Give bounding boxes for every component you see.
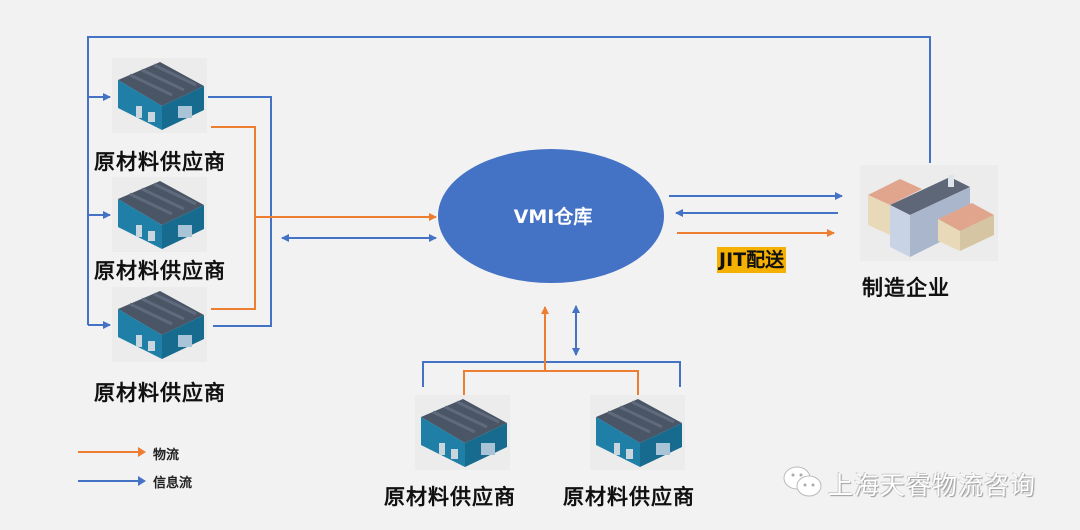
supplier-label: 原材料供应商 [384,485,516,509]
vmi-warehouse-node [438,149,664,283]
warehouse-icon [110,175,209,254]
info-flow-top-loop [87,36,931,329]
legend-info-label: 信息流 [153,476,193,491]
bottom-material-bracket [463,370,639,395]
left-info-bracket [208,96,272,327]
warehouse-icon [413,393,512,472]
vmi-warehouse-label: VMI仓库 [513,206,593,228]
legend-material-label: 物流 [153,448,180,463]
watermark-text: 上海天睿物流咨询 [828,471,1037,500]
supplier-label: 原材料供应商 [94,259,226,283]
jit-delivery-label: JIT配送 [717,247,787,273]
warehouse-icon [110,285,209,364]
bottom-info-bracket [422,361,681,387]
legend-material-line [78,447,146,457]
manufacturer-label: 制造企业 [862,276,950,300]
factory-icon [860,165,998,261]
legend-info-line [78,476,146,486]
wechat-icon [783,466,822,497]
supplier-label: 原材料供应商 [563,485,695,509]
supplier-label: 原材料供应商 [94,150,226,174]
warehouse-icon [110,56,209,135]
supplier-label: 原材料供应商 [94,381,226,405]
warehouse-icon [588,393,687,472]
